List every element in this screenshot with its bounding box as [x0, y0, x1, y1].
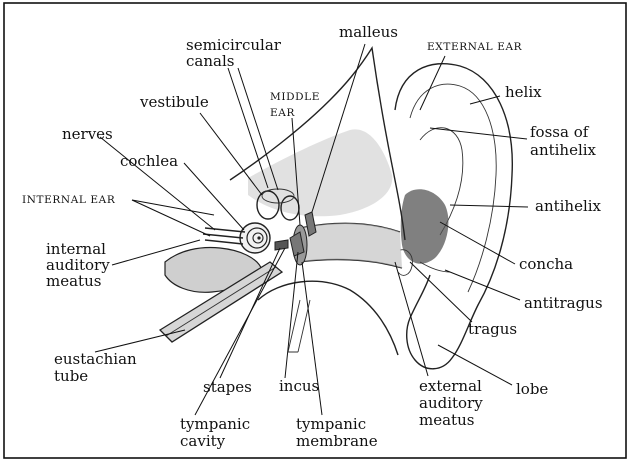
leader-vestibule — [200, 113, 262, 195]
label-tympanic-cavity: tympanic cavity — [180, 415, 255, 450]
label-fossa-of-antihelix: fossa of antihelix — [530, 123, 597, 159]
label-concha: concha — [519, 255, 573, 273]
ear-illustration — [160, 48, 512, 369]
leader-cochlea — [184, 163, 244, 230]
label-semicircular-canals: semicircular canals — [186, 36, 286, 70]
concha-shadow — [401, 189, 449, 263]
label-internal-auditory-meatus: internal auditory meatus — [46, 240, 115, 290]
label-internal-ear: INTERNAL EAR — [22, 194, 116, 206]
leader-semicircular-canals — [228, 68, 268, 188]
stapes-bone — [275, 240, 288, 250]
leader-fossa — [430, 128, 527, 139]
label-external-ear: EXTERNAL EAR — [427, 41, 523, 53]
leader-incus — [285, 252, 298, 378]
label-lobe: lobe — [516, 380, 548, 398]
label-antihelix: antihelix — [535, 197, 602, 215]
label-middle-ear: MIDDLE EAR — [270, 91, 324, 119]
label-helix: helix — [505, 83, 542, 101]
styloid-process — [288, 300, 310, 352]
lower-bone-outline — [258, 281, 398, 355]
label-vestibule: vestibule — [139, 93, 209, 111]
leader-nerves — [100, 137, 215, 230]
label-external-auditory-meatus: external auditory meatus — [419, 377, 488, 429]
label-tragus: tragus — [468, 320, 517, 338]
leader-antihelix — [450, 205, 528, 207]
label-antitragus: antitragus — [524, 294, 603, 312]
bone-shading — [248, 129, 392, 216]
label-stapes: stapes — [203, 378, 252, 396]
label-cochlea: cochlea — [120, 152, 178, 170]
leader-internal-ear-1 — [132, 200, 214, 215]
leader-concha — [440, 222, 515, 264]
label-nerves: nerves — [62, 125, 113, 143]
label-eustachian-tube: eustachian tube — [54, 350, 141, 385]
cochlea-spiral — [240, 223, 270, 253]
leader-external-auditory-meatus — [395, 262, 428, 376]
label-tympanic-membrane: tympanic membrane — [296, 415, 378, 450]
label-incus: incus — [279, 377, 319, 395]
leader-internal-ear-2 — [132, 200, 210, 236]
leader-helix — [470, 96, 500, 104]
label-malleus: malleus — [339, 23, 398, 41]
